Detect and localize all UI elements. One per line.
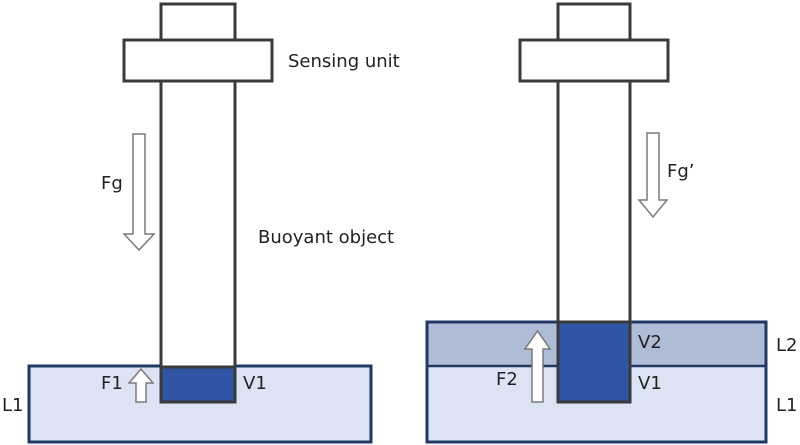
fg-prime-arrow-down xyxy=(637,132,669,219)
l2-label: L2 xyxy=(776,335,798,356)
f2-label: F2 xyxy=(496,369,518,390)
fg-arrow-down xyxy=(122,133,156,252)
v1-right-label: V1 xyxy=(638,373,662,394)
f1-label: F1 xyxy=(101,373,123,394)
v1-left-label: V1 xyxy=(243,373,267,394)
right-submerged-volume xyxy=(556,320,632,404)
right-sensing-unit-box xyxy=(518,38,670,83)
left-submerged-volume-v1 xyxy=(159,365,237,404)
left-sensor-cap xyxy=(159,2,237,42)
fg-prime-label: Fg’ xyxy=(667,161,695,182)
right-sensor-cap xyxy=(556,2,632,42)
left-buoyant-rod xyxy=(159,79,237,369)
f1-arrow-up xyxy=(127,367,155,403)
l1-left-label: L1 xyxy=(2,395,24,416)
left-sensing-unit-box xyxy=(122,38,274,83)
fg-label: Fg xyxy=(101,173,123,194)
v2-label: V2 xyxy=(638,332,662,353)
right-setup xyxy=(425,2,768,444)
l1-right-label: L1 xyxy=(776,395,798,416)
buoyant-object-label: Buoyant object xyxy=(258,227,395,248)
right-buoyant-rod xyxy=(556,79,632,325)
f2-arrow-up xyxy=(523,329,552,403)
left-setup xyxy=(27,2,373,444)
sensing-unit-label: Sensing unit xyxy=(288,51,400,72)
